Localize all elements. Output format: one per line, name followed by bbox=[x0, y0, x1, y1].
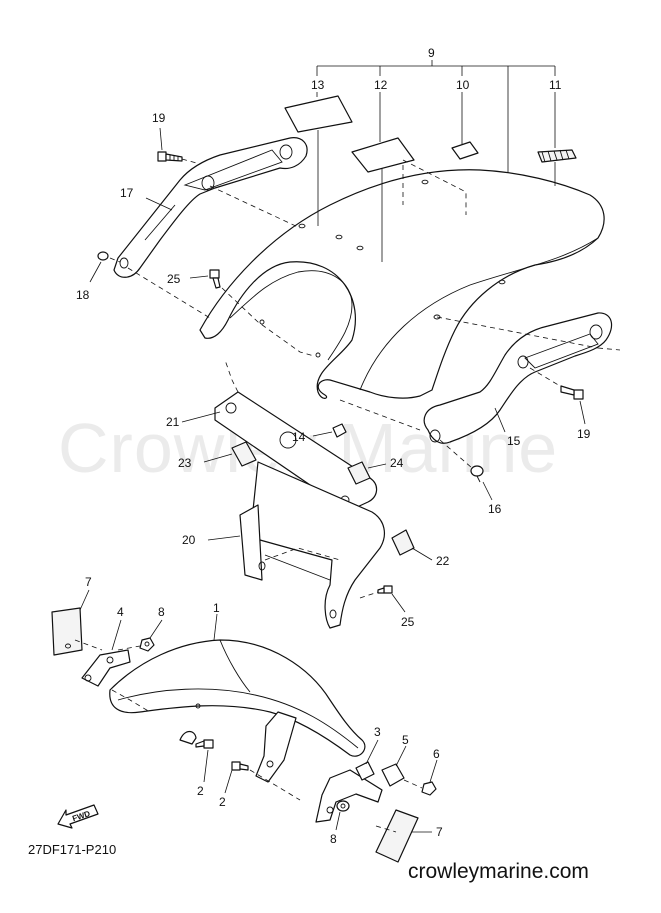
callout-label: 9 bbox=[428, 46, 435, 60]
rivet-16 bbox=[470, 465, 484, 483]
grab-bar-right-15 bbox=[423, 312, 613, 444]
fender-stay bbox=[179, 711, 297, 783]
front-fender-1 bbox=[109, 639, 366, 757]
reflector-7-upper bbox=[51, 607, 83, 656]
decal-10 bbox=[451, 141, 479, 160]
callout-label: 25 bbox=[167, 272, 181, 286]
fwd-label: FWD bbox=[71, 809, 91, 823]
fwd-arrow-icon: FWD bbox=[57, 804, 99, 829]
callout-label: 15 bbox=[507, 434, 521, 448]
callout-label: 2 bbox=[219, 795, 226, 809]
grab-bar-left-17 bbox=[113, 137, 308, 278]
callout-label: 7 bbox=[85, 575, 92, 589]
decal-13 bbox=[284, 95, 353, 133]
callout-label: 25 bbox=[401, 615, 415, 629]
clip-14 bbox=[332, 423, 347, 438]
nut-8-lower bbox=[336, 800, 350, 812]
bolt-2-left bbox=[195, 739, 214, 749]
bracket-3 bbox=[315, 761, 383, 823]
callout-label: 13 bbox=[311, 78, 325, 92]
callout-label: 18 bbox=[76, 288, 90, 302]
nut-8-upper bbox=[139, 637, 155, 652]
callout-label: 8 bbox=[158, 605, 165, 619]
bolt-25-upper bbox=[209, 269, 221, 289]
callout-label: 22 bbox=[436, 554, 450, 568]
callout-label: 1 bbox=[213, 601, 220, 615]
washer-18 bbox=[97, 251, 109, 261]
callout-label: 4 bbox=[117, 605, 124, 619]
callout-label: 7 bbox=[436, 825, 443, 839]
callout-label: 19 bbox=[577, 427, 591, 441]
callout-label: 12 bbox=[374, 78, 388, 92]
callout-9-bracket bbox=[316, 60, 556, 172]
rear-flap-20 bbox=[239, 461, 386, 629]
damper-24 bbox=[347, 461, 371, 485]
callout-label: 14 bbox=[292, 430, 306, 444]
decal-12 bbox=[351, 137, 415, 173]
callout-label: 20 bbox=[182, 533, 196, 547]
damper-23 bbox=[231, 441, 257, 467]
bracket-4 bbox=[81, 649, 131, 687]
callout-label: 17 bbox=[120, 186, 134, 200]
callout-label: 23 bbox=[178, 456, 192, 470]
callout-label: 11 bbox=[549, 78, 562, 92]
callout-label: 3 bbox=[374, 725, 381, 739]
callout-label: 24 bbox=[390, 456, 404, 470]
bolt-25-lower bbox=[377, 585, 393, 594]
callout-label: 19 bbox=[152, 111, 166, 125]
nut-6 bbox=[421, 781, 437, 796]
damper-22 bbox=[391, 529, 415, 556]
callout-label: 10 bbox=[456, 78, 470, 92]
reflector-7-lower bbox=[375, 809, 419, 863]
bolt-19-left bbox=[157, 151, 183, 162]
rear-fender bbox=[199, 169, 605, 399]
diagram-code: 27DF171-P210 bbox=[28, 842, 117, 857]
callout-label: 21 bbox=[166, 415, 180, 429]
callout-label: 5 bbox=[402, 733, 409, 747]
bolt-2-right bbox=[231, 761, 249, 771]
callout-label: 2 bbox=[197, 784, 204, 798]
emblem-11 bbox=[537, 149, 577, 163]
callout-label: 8 bbox=[330, 832, 337, 846]
callout-label: 16 bbox=[488, 502, 502, 516]
callout-label: 6 bbox=[433, 747, 440, 761]
bracket-5 bbox=[381, 763, 405, 787]
bolt-19-right bbox=[560, 385, 584, 400]
site-url[interactable]: crowleymarine.com bbox=[408, 860, 589, 883]
callout-labels: 9 13 12 10 11 19 17 18 25 21 14 15 19 23… bbox=[76, 46, 591, 846]
